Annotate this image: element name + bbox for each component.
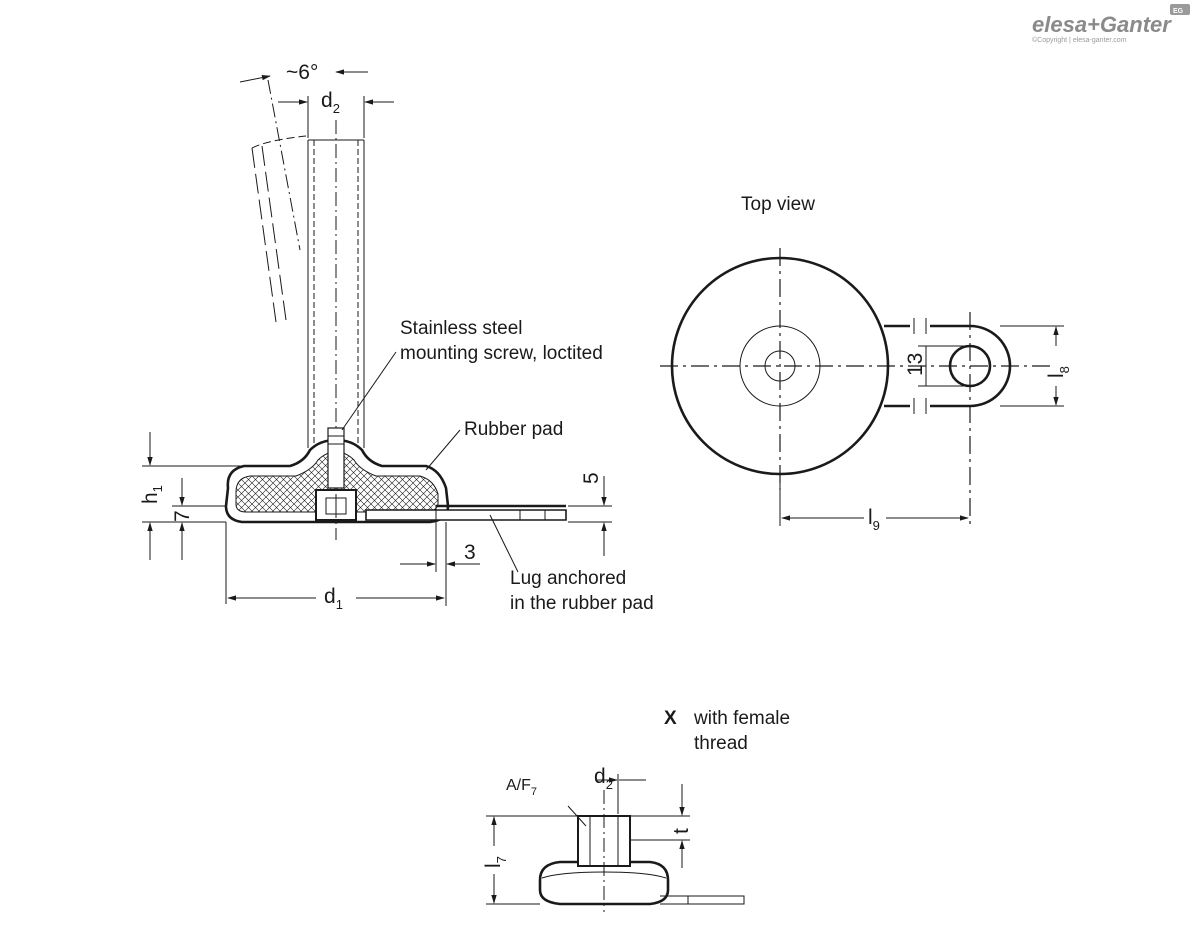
copyright-text: ©Copyright | elesa-ganter.com [1032,36,1127,44]
female-thread-view: X with female thread A/F7 d2 l7 t [482,708,790,912]
l9-label: l9 [868,506,880,533]
tilted-stem-ghost [251,79,307,323]
d2-top-label: d2 [321,89,340,116]
screw-label-line1: Stainless steel [400,318,523,339]
top-view-title: Top view [741,194,815,215]
lug-label-line1: Lug anchored [510,568,626,589]
logo-text: elesa+Ganter [1032,12,1172,37]
top-view: Top view 13 l8 l9 [660,194,1072,533]
d1-label: d1 [324,585,343,612]
h1-label: h1 [139,485,165,504]
angle-label: ~6° [286,61,318,84]
dim-5-label: 5 [580,472,603,484]
l7-label: l7 [482,856,509,868]
brand-logo: elesa+Ganter EG ©Copyright | elesa-gante… [1032,4,1190,44]
dim-3-label: 3 [464,541,476,564]
dim-13-label: 13 [904,353,927,376]
screw-label-line2: mounting screw, loctited [400,343,603,364]
female-label-line2: thread [694,733,748,754]
x-mark: X [664,708,677,729]
d2-bottom-label: d2 [594,765,613,792]
logo-badge-icon [1170,4,1190,15]
rubber-pad-label: Rubber pad [464,419,563,440]
t-label: t [670,828,693,834]
l8-label: l8 [1045,366,1072,378]
logo-badge: EG [1173,8,1184,15]
dim-7-label: 7 [171,510,194,522]
lug-label-line2: in the rubber pad [510,593,654,614]
af-label: A/F7 [506,777,537,798]
female-label-line1: with female [693,708,790,729]
side-view: ~6° d2 Stainless steel mounting screw, l… [139,61,654,614]
